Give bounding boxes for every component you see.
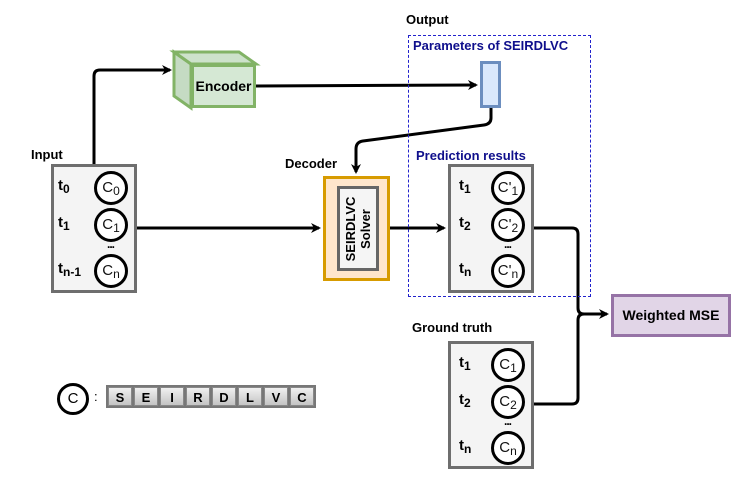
ground-truth-label: Ground truth — [412, 320, 493, 335]
ellipsis: ... — [504, 414, 512, 428]
compartment-cell: R — [186, 387, 210, 406]
ellipsis: ... — [107, 237, 115, 251]
sequence-row: tn Cn — [451, 431, 531, 465]
output-label: Output — [406, 12, 449, 27]
compartment-cell: E — [134, 387, 158, 406]
solver-line2: Solver — [358, 208, 373, 249]
prediction-label: Prediction results — [416, 148, 526, 163]
sequence-row: tn C'n — [451, 254, 531, 288]
parameters-label: Parameters of SEIRDLVC — [413, 38, 569, 53]
output-region — [408, 35, 591, 297]
time-label: tn — [459, 437, 472, 456]
compartment-cell: V — [264, 387, 288, 406]
weighted-mse-block: Weighted MSE — [611, 294, 731, 337]
ground-truth-sequence: t1 C1 t2 C2 tn Cn... — [448, 341, 534, 469]
time-label: tn — [459, 260, 472, 279]
time-label: tn-1 — [58, 260, 81, 279]
compartment-cell: C — [290, 387, 314, 406]
time-label: t1 — [459, 177, 471, 196]
compartment-vector-circle: Cn — [491, 431, 525, 465]
compartment-cell: S — [108, 387, 132, 406]
connector-groundtruth-to-mse — [533, 312, 585, 406]
time-label: t0 — [58, 177, 70, 196]
prediction-sequence: t1 C'1 t2 C'2 tn C'n... — [448, 164, 534, 293]
sequence-row: t1 C1 — [451, 348, 531, 382]
decoder-label: Decoder — [285, 156, 338, 171]
compartment-vector-circle: C2 — [491, 385, 525, 419]
arrow-input-to-encoder — [92, 65, 172, 164]
compartment-vector-circle: Cn — [94, 254, 128, 288]
encoder-top-face — [169, 50, 261, 66]
solver-block: SEIRDLVC Solver — [337, 186, 379, 271]
sequence-row: t1 C1 — [54, 208, 134, 242]
time-label: t2 — [459, 391, 471, 410]
solver-line1: SEIRDLVC — [343, 196, 358, 261]
compartment-vector-circle: C1 — [94, 208, 128, 242]
compartment-vector-circle: C'2 — [491, 208, 525, 242]
parameters-vector — [480, 61, 501, 108]
compartment-vector-circle: C'n — [491, 254, 525, 288]
solver-label: SEIRDLVC Solver — [343, 196, 373, 261]
ellipsis: ... — [504, 237, 512, 251]
time-label: t1 — [459, 354, 471, 373]
arrow-params-to-decoder — [351, 108, 493, 174]
input-sequence: t0 C0 t1 C1 tn-1 Cn... — [51, 164, 137, 293]
sequence-row: t2 C2 — [451, 385, 531, 419]
legend-symbol-circle: C — [57, 383, 89, 415]
encoder-block: Encoder — [191, 64, 256, 108]
sequence-row: t1 C'1 — [451, 171, 531, 205]
legend-colon: : — [94, 389, 98, 404]
sequence-row: t2 C'2 — [451, 208, 531, 242]
compartment-vector-circle: C'1 — [491, 171, 525, 205]
compartment-vector-circle: C1 — [491, 348, 525, 382]
compartment-vector-circle: C0 — [94, 171, 128, 205]
compartment-cell: I — [160, 387, 184, 406]
sequence-row: tn-1 Cn — [54, 254, 134, 288]
sequence-row: t0 C0 — [54, 171, 134, 205]
compartment-cell: L — [238, 387, 262, 406]
decoder-block: SEIRDLVC Solver — [323, 176, 390, 281]
arrow-encoder-to-params — [255, 80, 478, 91]
input-label: Input — [31, 147, 63, 162]
time-label: t1 — [58, 214, 70, 233]
compartment-cell: D — [212, 387, 236, 406]
time-label: t2 — [459, 214, 471, 233]
